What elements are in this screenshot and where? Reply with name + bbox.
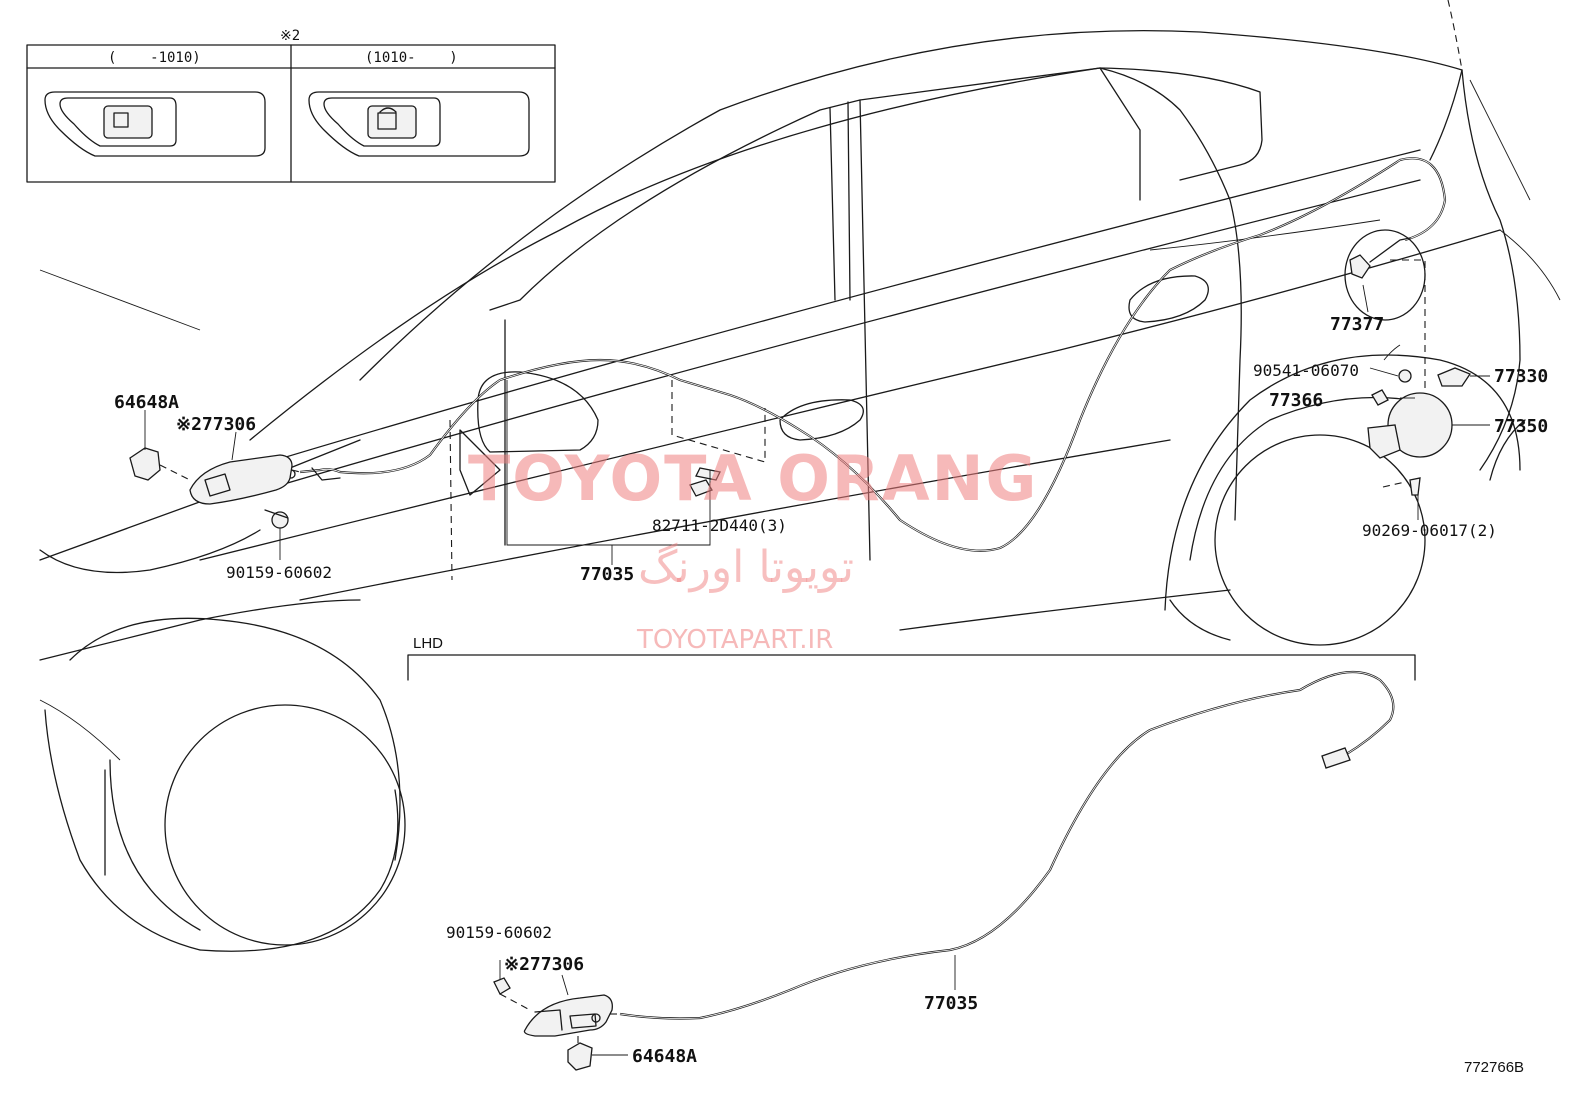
part-labels: 64648A ※277306 90159-60602 82711-2D440(3…: [114, 314, 1548, 1076]
vehicle-body-outline: [39, 0, 1561, 952]
label-64648a-top: 64648A: [114, 392, 179, 413]
label-77350: 77350: [1494, 416, 1548, 437]
opener-lever-top: [129, 410, 301, 560]
label-90541: 90541-06070: [1253, 361, 1359, 380]
opener-switch-late-icon: [308, 91, 530, 157]
label-90159-bottom: 90159-60602: [446, 923, 552, 942]
label-77306-bottom: ※277306: [504, 954, 584, 975]
label-77306-top: ※277306: [176, 414, 256, 435]
fuel-filler-door: [1344, 229, 1490, 520]
opener-cable-installed: [286, 157, 1447, 552]
cable-clamp-bracket: [671, 380, 766, 497]
inset-header: ※2: [280, 28, 300, 44]
watermark: TOYOTA ORANG تویوتا اورنگ TOYOTAPART.IR: [468, 442, 1038, 655]
label-77035-bottom: 77035: [924, 993, 978, 1014]
inset-left-range: ( -1010): [108, 50, 201, 66]
opener-switch-early-icon: [44, 91, 266, 157]
inset-right-range: (1010- ): [365, 50, 458, 66]
watermark-main: TOYOTA ORANG: [468, 442, 1038, 515]
label-90159-top: 90159-60602: [226, 563, 332, 582]
watermark-url: TOYOTAPART.IR: [636, 625, 833, 655]
label-77366: 77366: [1269, 390, 1323, 411]
label-64648a-bottom: 64648A: [632, 1046, 697, 1067]
label-77330: 77330: [1494, 366, 1548, 387]
label-77377: 77377: [1330, 314, 1384, 335]
inset-switch-variants: ※2 ( -1010) (1010- ): [26, 28, 556, 183]
label-77035-top: 77035: [580, 564, 634, 585]
lhd-label: LHD: [413, 635, 443, 652]
label-82711: 82711-2D440(3): [652, 516, 787, 535]
watermark-farsi: تویوتا اورنگ: [638, 542, 854, 593]
lhd-section: LHD: [407, 635, 1416, 1071]
label-90269: 90269-06017(2): [1362, 521, 1497, 540]
leader-77035-top: [506, 380, 711, 565]
diagram-code: 772766B: [1464, 1059, 1524, 1076]
